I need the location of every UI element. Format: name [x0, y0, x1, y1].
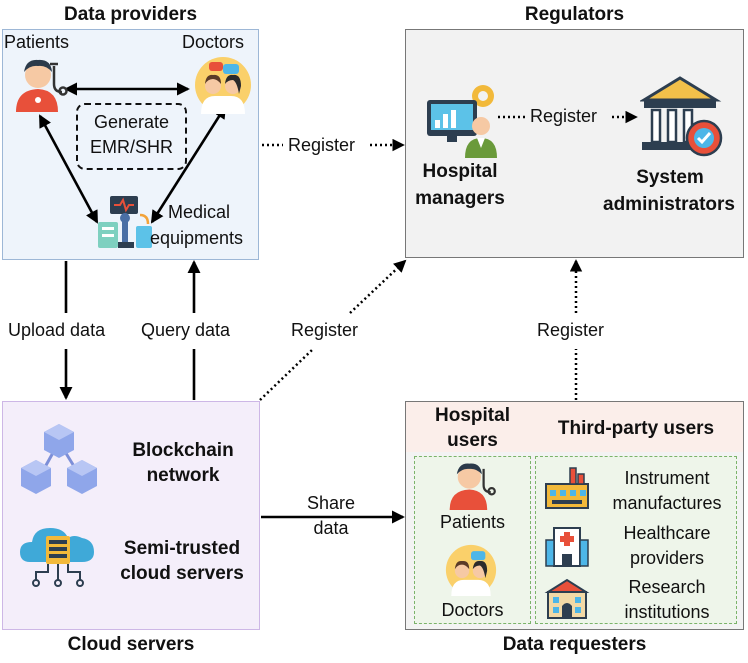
share-data-line2: data	[313, 518, 349, 538]
providers-title: Data providers	[63, 4, 198, 25]
doctors-label: Doctors	[182, 32, 245, 52]
requester-patient-icon	[449, 463, 496, 510]
share-data-line1: Share	[306, 493, 356, 513]
equipment-label-line2: equipments	[150, 228, 244, 248]
blockchain-line2: network	[146, 465, 220, 486]
blockchain-icon	[21, 424, 97, 494]
hospital-managers-line1: Hospital	[422, 161, 498, 182]
requesters-header-band	[406, 402, 743, 452]
hospital-users-line1: Hospital	[435, 405, 510, 426]
research-line1: Research	[628, 577, 706, 597]
cloud-server-icon	[20, 528, 94, 587]
requester-patients-label: Patients	[439, 512, 506, 532]
third-party-users-label: Third-party users	[557, 418, 715, 439]
register-label-right: Register	[537, 320, 605, 340]
patients-label: Patients	[4, 32, 70, 52]
blockchain-line1: Blockchain	[132, 440, 234, 461]
sysadmin-line2: administrators	[603, 194, 735, 215]
cloud-title: Cloud servers	[67, 634, 195, 655]
requester-doctors-icon	[445, 544, 497, 596]
register-label-inner: Register	[530, 106, 598, 126]
requester-doctors-label: Doctors	[441, 600, 504, 620]
medical-equipment-icon	[98, 196, 152, 248]
healthcare-line1: Healthcare	[623, 523, 711, 543]
register-label-top: Register	[288, 135, 356, 155]
hospital-manager-icon	[427, 85, 497, 158]
query-data-label: Query data	[141, 320, 231, 340]
semi-trusted-line1: Semi-trusted	[123, 538, 241, 559]
requesters-title: Data requesters	[502, 634, 647, 655]
patient-icon	[16, 59, 68, 112]
doctors-icon	[195, 57, 251, 114]
hospital-managers-line2: managers	[415, 188, 505, 209]
hospital-users-line2: users	[447, 430, 498, 451]
regulators-title: Regulators	[524, 4, 625, 25]
instrument-line2: manufactures	[612, 493, 722, 513]
semi-trusted-line2: cloud servers	[120, 563, 244, 584]
emr-line1: Generate	[93, 112, 170, 132]
sysadmin-line1: System	[636, 167, 704, 188]
government-building-icon	[640, 76, 723, 157]
equipment-label-line1: Medical	[168, 202, 231, 222]
hospital-icon	[545, 527, 589, 567]
register-label-mid: Register	[291, 320, 359, 340]
upload-data-label: Upload data	[8, 320, 106, 340]
instrument-line1: Instrument	[624, 468, 710, 488]
research-line2: institutions	[624, 602, 710, 622]
institution-icon	[544, 578, 590, 619]
healthcare-line2: providers	[629, 548, 705, 568]
factory-icon	[545, 467, 589, 509]
